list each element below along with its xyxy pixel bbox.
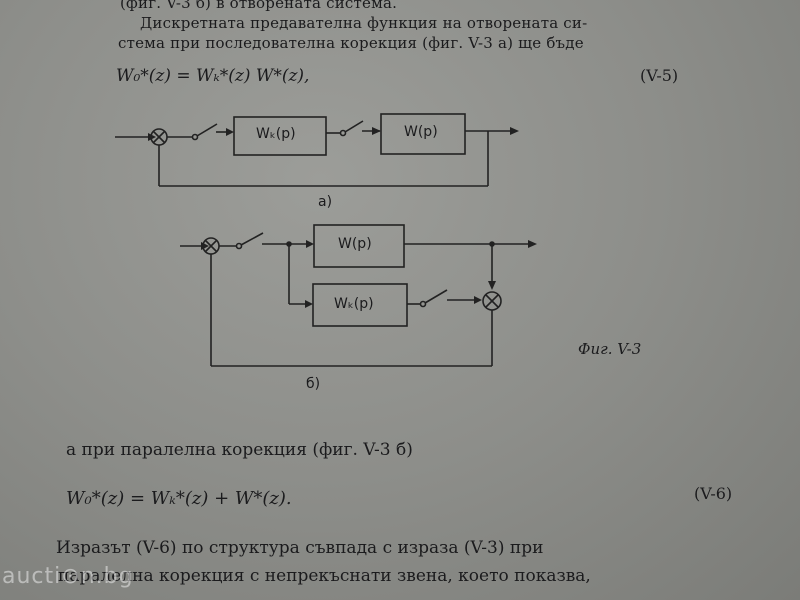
text-paragraph-2: а при паралелна корекция (фиг. V-3 б) — [66, 440, 413, 460]
diagram-a-label: а) — [318, 194, 333, 210]
text-line-2: Дискретната предавателна функция на отво… — [140, 14, 588, 32]
block-wk-a: Wₖ(p) — [256, 126, 296, 142]
text-line-b: паралелна корекция с непрекъснати звена,… — [58, 566, 591, 586]
text-line-a: Изразът (V-6) по структура съвпада с изр… — [56, 538, 544, 558]
text-line-1: (фиг. V-3 б) в отворената система. — [120, 0, 398, 12]
figure-caption: Фиг. V-3 — [578, 340, 642, 358]
text-line-3: стема при последователна корекция (фиг. … — [118, 34, 584, 52]
equation-number-v5: (V-5) — [640, 66, 679, 85]
block-wk-b: Wₖ(p) — [334, 296, 374, 312]
diagram-b-label: б) — [306, 376, 321, 392]
block-w-b: W(p) — [338, 236, 372, 252]
watermark-logo: aucti⊙n.bg — [2, 564, 134, 589]
equation-v5: W₀*(z) = Wₖ*(z) W*(z), — [116, 66, 310, 86]
block-w-a: W(p) — [404, 124, 438, 140]
equation-v6: W₀*(z) = Wₖ*(z) + W*(z). — [66, 488, 292, 509]
equation-number-v6: (V-6) — [694, 484, 733, 503]
